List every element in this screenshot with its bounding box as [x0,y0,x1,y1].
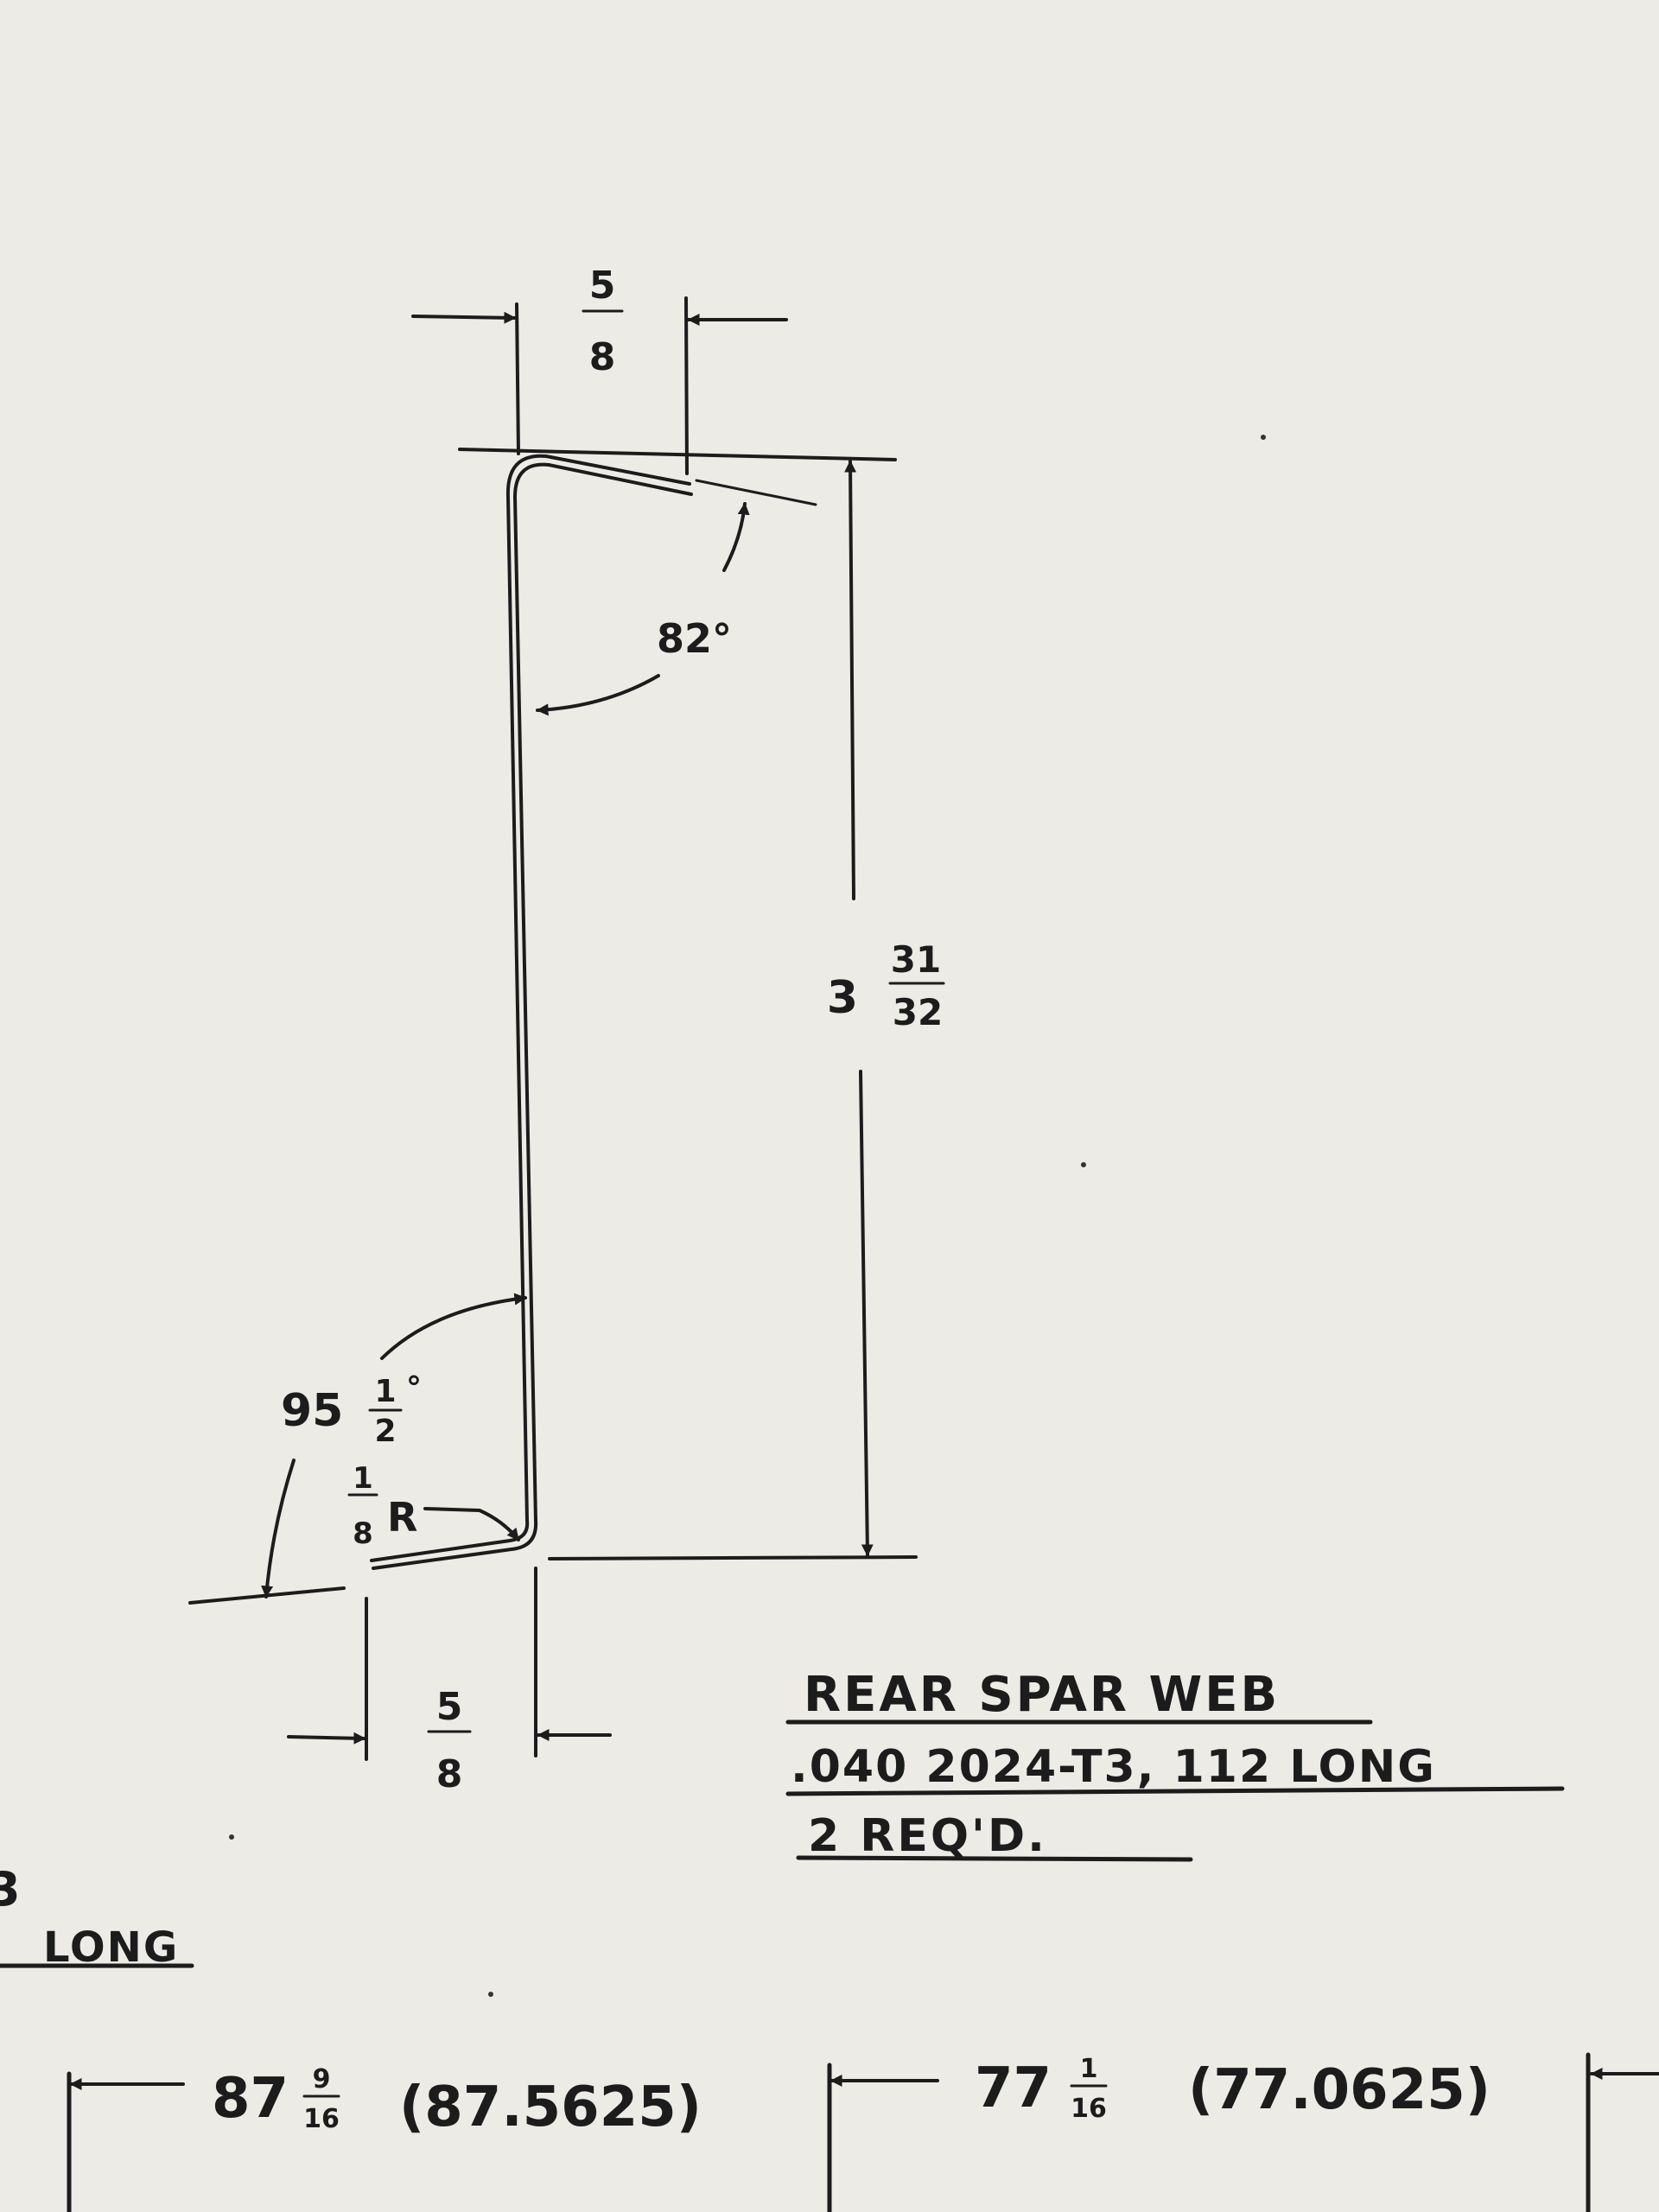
title-block: REAR SPAR WEB .040 2024-T3, 112 LONG 2 R… [785,1667,1565,1862]
dim-2-decimal: (77.0625) [1188,2058,1491,2122]
bottom-dimension-2: 77 1 16 (77.0625) [827,2054,1491,2212]
angle-arc-upper [722,502,750,572]
top-flange-dimension: 5 8 [411,264,788,475]
paper-specks [229,435,1266,1997]
bottom-angle-line [188,1586,346,1605]
bottom-angle-dimension: 95 1 2 ° [188,1293,527,1605]
partial-left-callout: 3 LONG [0,1862,194,1972]
bend-radius-callout: 1 8 R [347,1461,520,1551]
dim-2-num: 1 [1080,2054,1098,2084]
top-horizontal-line [458,448,897,461]
title-underline-3 [796,1855,1193,1862]
dim-1-whole: 87 [212,2067,289,2131]
height-den: 32 [893,991,943,1033]
top-reference-lines [458,448,897,506]
height-whole: 3 [827,972,858,1024]
height-dimension: 3 31 32 [548,460,945,1560]
bottom-angle-whole: 95 [281,1385,343,1437]
flange-angle-line [695,479,817,506]
angle-arc-lower [261,1459,296,1599]
top-width-den: 8 [589,335,616,379]
title-line-1: REAR SPAR WEB [804,1667,1280,1723]
bottom-angle-den: 2 [374,1414,396,1449]
bottom-dimension-3-partial [1586,2052,1659,2212]
height-num: 31 [891,938,941,981]
radius-leader [423,1507,520,1541]
extension-line-left [515,302,520,455]
top-angle-dimension: 82° [536,502,750,716]
radius-suffix: R [387,1494,417,1541]
dim-1-num: 9 [313,2064,331,2094]
radius-den: 8 [353,1516,373,1551]
bottom-horizontal-line [548,1555,918,1560]
dim-2-den: 16 [1071,2094,1107,2124]
title-line-2: .040 2024-T3, 112 LONG [791,1741,1436,1793]
angle-arc-upper [380,1293,527,1360]
bottom-flange-dimension: 5 8 [287,1567,612,1796]
bottom-dimension-1: 87 9 16 (87.5625) [67,2064,702,2212]
dim-arrow-left [287,1732,366,1745]
dim-1-decimal: (87.5625) [399,2075,702,2139]
top-angle-label: 82° [657,615,732,662]
height-arrow-up [844,460,857,900]
title-line-3: 2 REQ'D. [808,1810,1047,1862]
dim-2-whole: 77 [975,2056,1052,2120]
dim-arrow-left [411,311,517,324]
bottom-width-num: 5 [436,1685,463,1729]
bottom-angle-unit: ° [406,1370,422,1406]
bottom-angle-num: 1 [374,1374,396,1409]
radius-num: 1 [353,1461,373,1496]
angle-arc-lower [536,674,660,716]
bottom-width-den: 8 [436,1752,463,1796]
top-width-num: 5 [589,264,616,308]
title-underline-2 [785,1786,1565,1796]
extension-line-right [684,296,689,475]
partial-fragment: 3 [0,1862,21,1916]
height-arrow-down [859,1070,874,1557]
dim-1-den: 16 [303,2104,340,2134]
